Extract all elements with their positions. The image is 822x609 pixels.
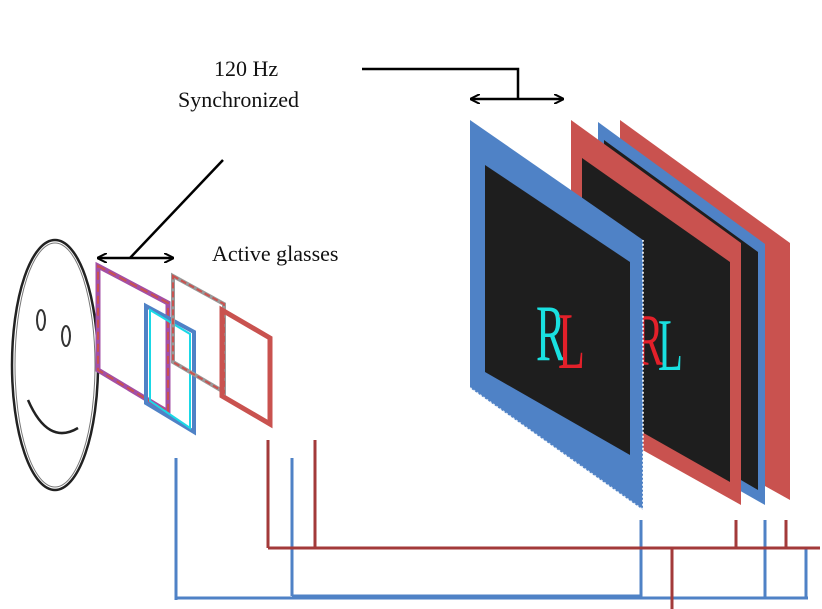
sync-rate-label: 120 Hz	[214, 56, 279, 81]
sync-leader-glasses	[129, 159, 224, 259]
timing-lines-blue	[174, 458, 808, 600]
screen-front-letter-r: R	[536, 288, 565, 377]
sync-arrows	[99, 67, 562, 259]
screen-front-letter-l: L	[558, 296, 585, 385]
sync-text-label: Synchronized	[178, 87, 299, 112]
active-glasses	[95, 261, 273, 436]
screen-stack: R L R L	[469, 120, 790, 512]
smiley-face-icon	[10, 238, 100, 492]
screen-front-blue: R L	[469, 120, 644, 512]
timing-lines-red	[266, 440, 820, 609]
active-glasses-label: Active glasses	[212, 241, 339, 266]
screen-back-letter-l: L	[658, 304, 683, 386]
sync-leader-screens	[362, 67, 520, 99]
